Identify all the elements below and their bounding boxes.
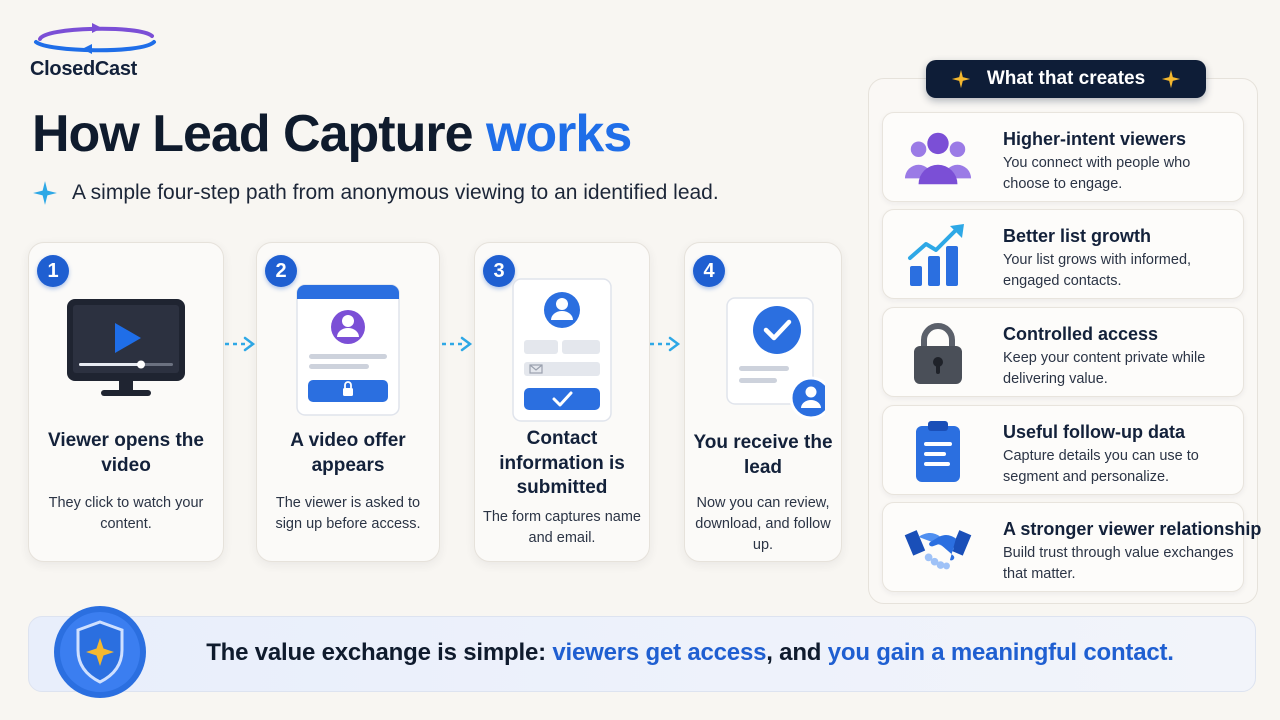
value-highlight-access: viewers get access: [552, 639, 767, 666]
step-arrow-icon: [442, 336, 473, 352]
benefit-card: Better list growth Your list grows with …: [882, 209, 1244, 299]
benefit-description: Build trust through value exchanges that…: [1003, 545, 1234, 583]
benefit-title: A stronger viewer relationship: [1003, 519, 1262, 539]
page-subtitle: A simple four-step path from anonymous v…: [32, 180, 719, 206]
signup-offer-icon: [257, 265, 439, 435]
step-arrow-icon: [225, 336, 256, 352]
step-number-badge: 4: [693, 255, 725, 287]
benefits-heading-text: What that creates: [986, 68, 1146, 89]
step-description: Now you can review, download, and follow…: [695, 495, 831, 554]
step-description: The viewer is asked to sign up before ac…: [275, 495, 421, 533]
brand-logo: ClosedCast: [30, 22, 160, 81]
clipboard-icon: [903, 418, 973, 484]
title-main: How Lead Capture: [32, 105, 486, 163]
step-number-badge: 1: [37, 255, 69, 287]
benefit-title: Better list growth: [1003, 226, 1152, 246]
lead-received-icon: [685, 265, 841, 435]
step-number-badge: 2: [265, 255, 297, 287]
benefit-card: Useful follow-up data Capture details yo…: [882, 405, 1244, 495]
benefit-title: Higher-intent viewers: [1003, 129, 1187, 149]
monitor-play-icon: [29, 265, 223, 435]
logo-arrows-icon: [34, 23, 156, 54]
benefit-description: Capture details you can use to segment a…: [1003, 448, 1199, 486]
shield-star-icon: [54, 606, 146, 698]
brand-name: ClosedCast: [30, 58, 138, 80]
sparkle-icon: [33, 181, 57, 205]
benefit-title: Controlled access: [1003, 324, 1159, 344]
step-card-4: 4 You receive the lead Now you can revie…: [684, 242, 842, 562]
step-card-1: 1 Viewer opens the video They click to w…: [28, 242, 224, 562]
subtitle-text: A simple four-step path from anonymous v…: [72, 181, 719, 204]
value-exchange-banner: [28, 616, 1256, 692]
padlock-icon: [903, 320, 973, 386]
handshake-icon: [903, 515, 973, 581]
step-card-3: 3 Contact information is submitted The f…: [474, 242, 650, 562]
sparkle-icon: [1162, 69, 1181, 89]
step-title: A video offer appears: [290, 430, 406, 476]
step-description: The form captures name and email.: [483, 509, 641, 547]
benefit-card: A stronger viewer relationship Build tru…: [882, 502, 1261, 592]
growth-chart-icon: [903, 222, 973, 288]
step-title: You receive the lead: [693, 432, 833, 478]
step-number-badge: 3: [483, 255, 515, 287]
benefit-description: Your list grows with informed, engaged c…: [1003, 252, 1192, 290]
benefits-heading: What that creates: [926, 60, 1206, 98]
value-highlight-contact: you gain a meaningful contact.: [827, 639, 1174, 666]
value-exchange-text: The value exchange is simple: viewers ge…: [0, 639, 1280, 667]
step-arrow-icon: [650, 336, 681, 352]
benefit-title: Useful follow-up data: [1003, 422, 1185, 442]
benefit-card: Higher-intent viewers You connect with p…: [882, 112, 1244, 202]
people-icon: [903, 125, 973, 191]
title-accent: works: [485, 105, 632, 163]
benefit-description: Keep your content private while deliveri…: [1003, 350, 1206, 388]
page-title: How Lead Capture works: [32, 104, 632, 164]
sparkle-icon: [951, 69, 970, 89]
step-card-2: 2 A video offer appears The viewer is as…: [256, 242, 440, 562]
step-title: Viewer opens the video: [48, 430, 204, 476]
value-middle: , and: [766, 639, 828, 666]
benefit-card: Controlled access Keep your content priv…: [882, 307, 1244, 397]
step-description: They click to watch your content.: [48, 495, 204, 533]
value-prefix: The value exchange is simple:: [206, 639, 553, 666]
step-title: Contact information is submitted: [499, 428, 625, 499]
benefit-description: You connect with people who choose to en…: [1003, 155, 1191, 193]
contact-form-icon: [475, 265, 649, 435]
